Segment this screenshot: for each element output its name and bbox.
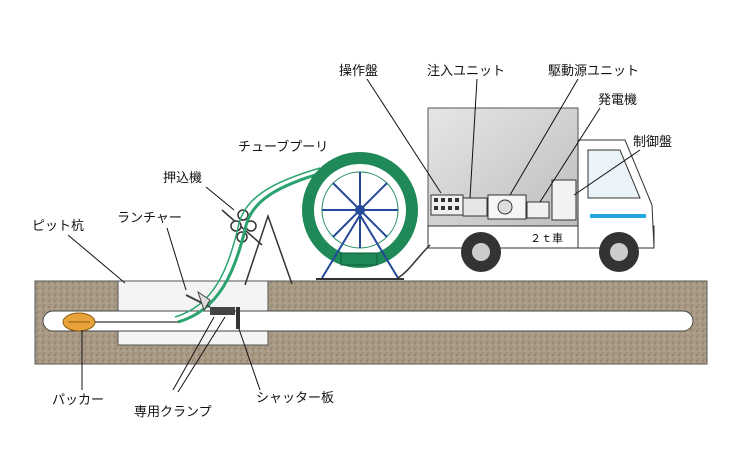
label-drive-unit: 駆動源ユニット (548, 64, 639, 79)
tube-line (177, 170, 326, 324)
label-clamp: 専用クランプ (134, 405, 212, 420)
controller-box (551, 179, 577, 221)
packer-icon (62, 312, 180, 332)
sewer-pipe (42, 310, 694, 332)
injection-unit-box (462, 197, 488, 217)
label-pusher: 押込機 (163, 171, 202, 186)
clamp (210, 307, 240, 329)
launcher (185, 290, 211, 312)
label-control-panel: 操作盤 (339, 63, 378, 79)
pusher-machine-icon (221, 209, 293, 286)
label-shutter: シャッター板 (256, 391, 334, 406)
truck-label: ２ｔ車 (530, 231, 563, 245)
label-launcher: ランチャー (117, 211, 182, 226)
leader-lines (67, 78, 641, 393)
label-injection-unit: 注入ユニット (427, 64, 505, 79)
generator-box (526, 201, 550, 219)
label-generator: 発電機 (598, 93, 637, 108)
tube-reel-icon (302, 152, 418, 280)
label-tube-pulley: チューブプーリ (238, 139, 328, 155)
label-pit: ピット杭 (32, 219, 84, 234)
truck-icon: ２ｔ車 (397, 107, 655, 279)
label-packer: パッカー (52, 393, 104, 408)
ground (34, 280, 708, 365)
label-controller: 制御盤 (633, 135, 672, 150)
